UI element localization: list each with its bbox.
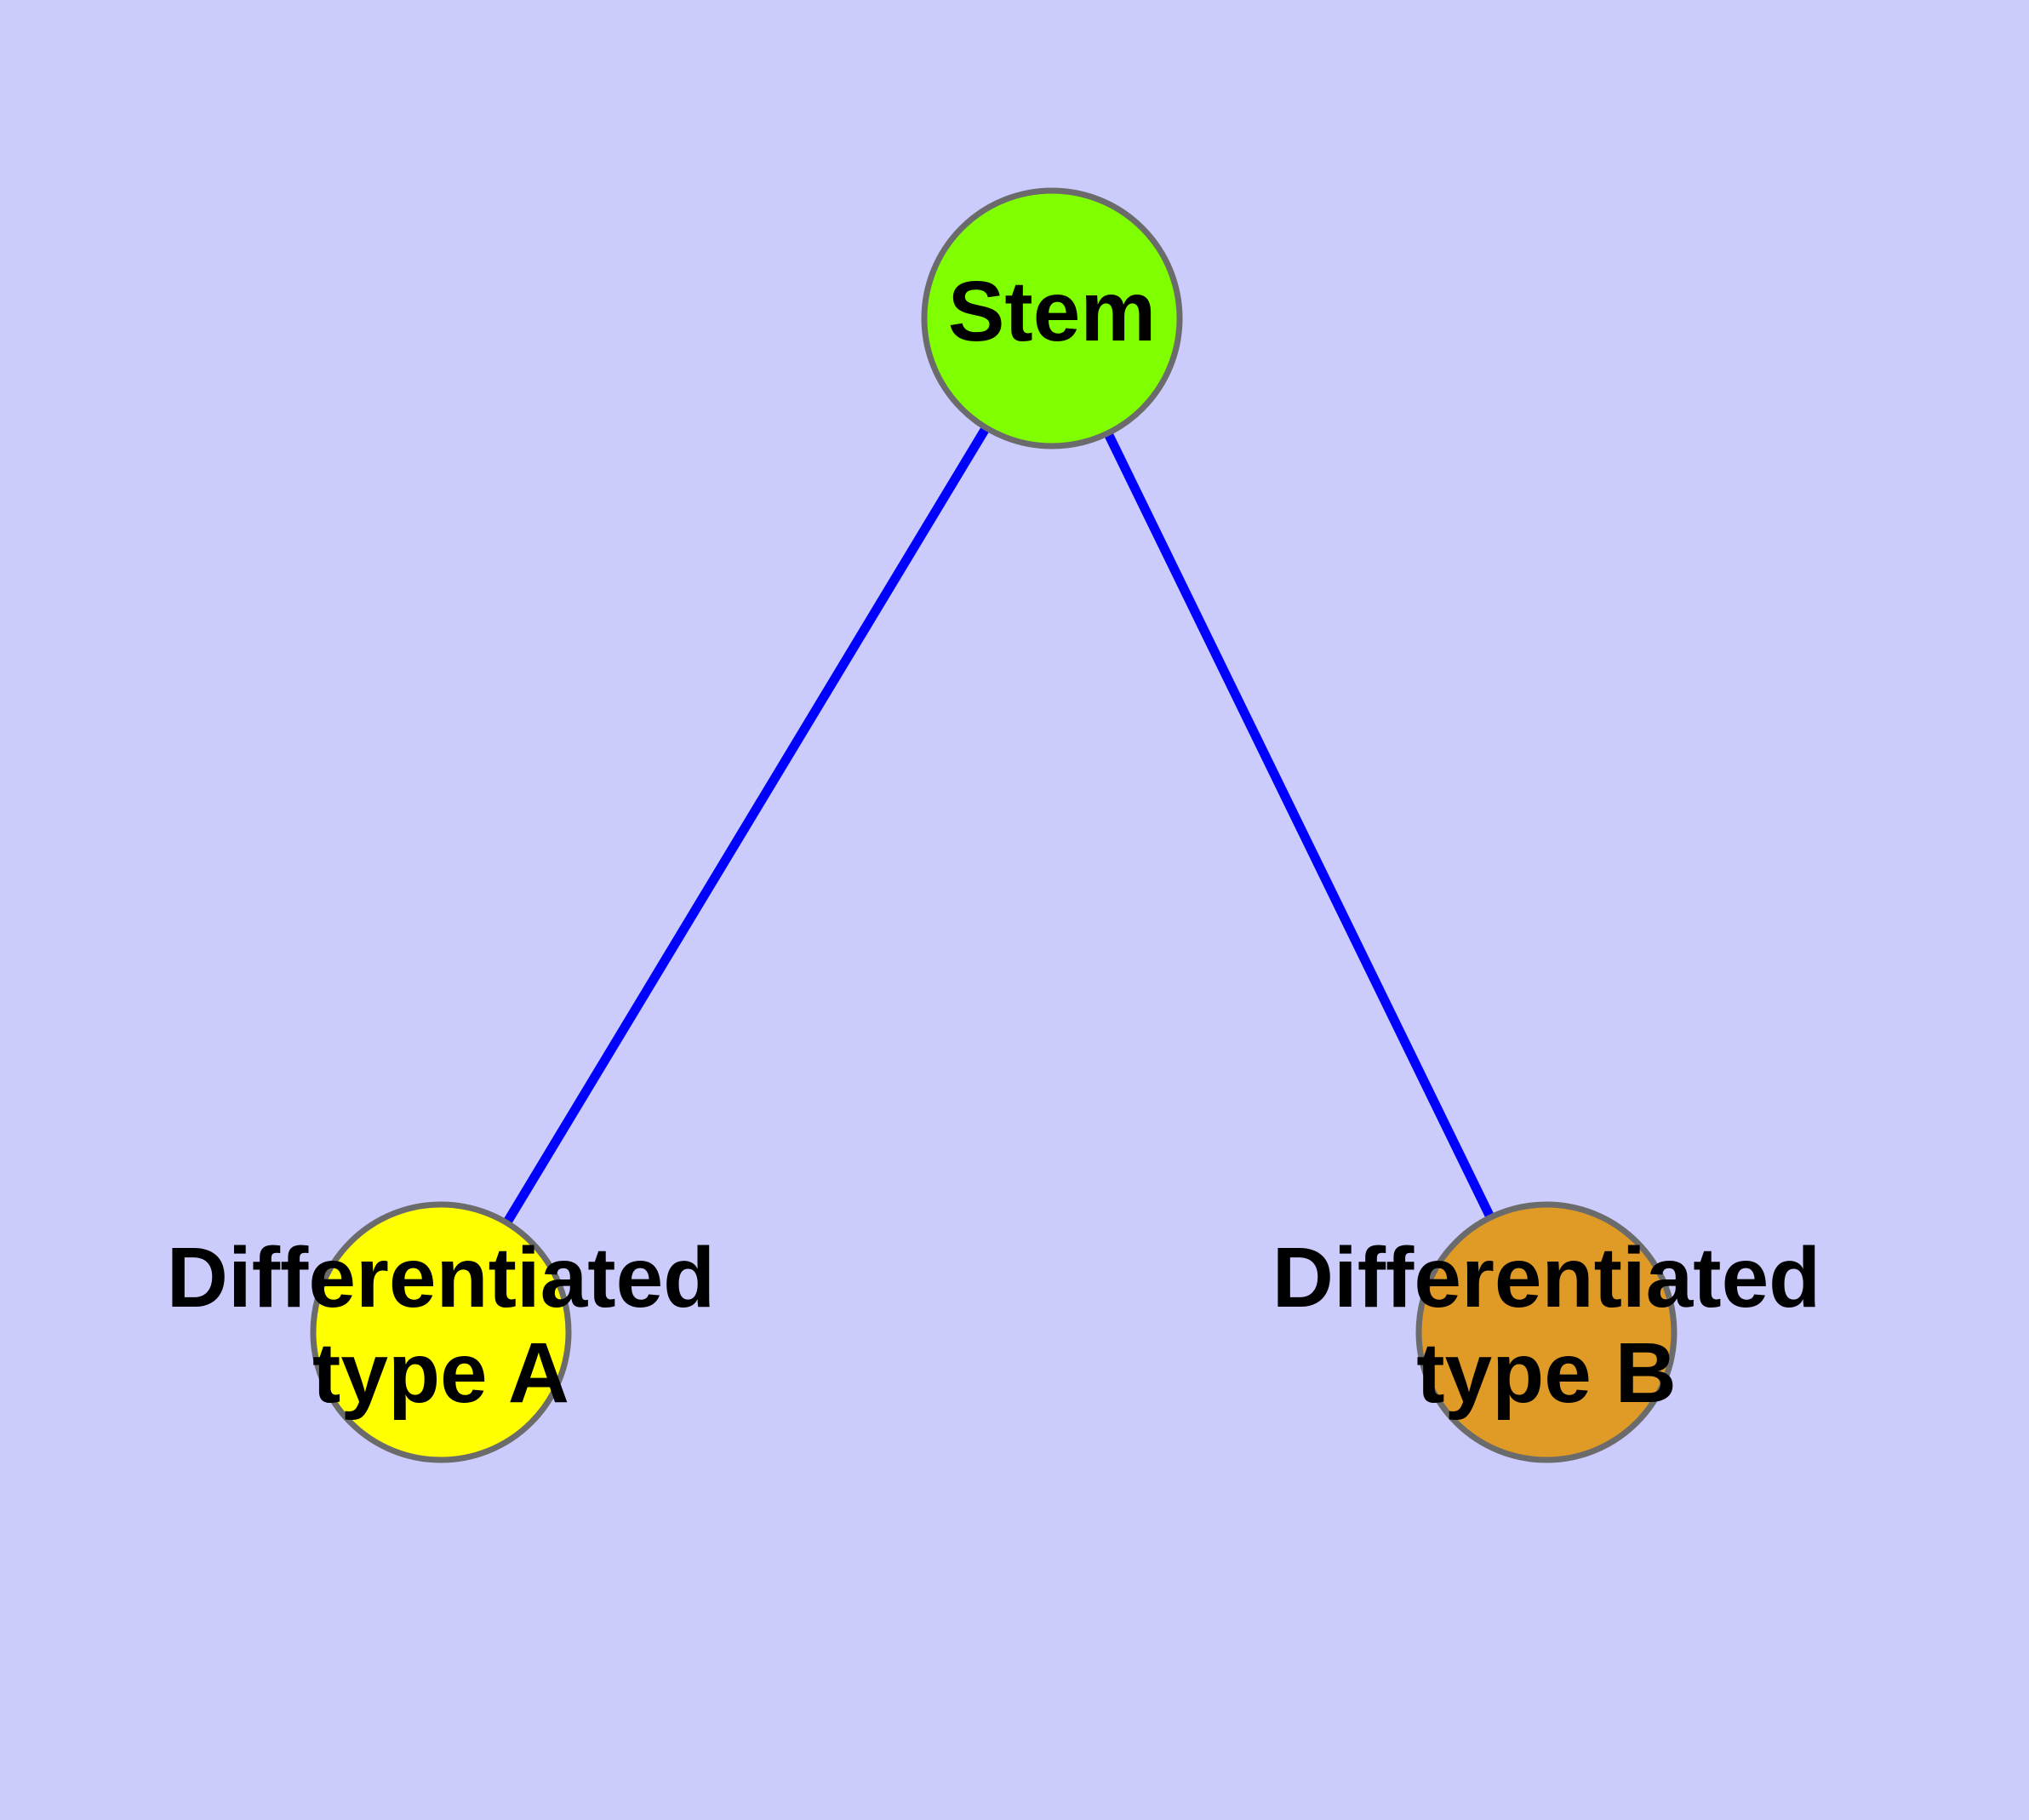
node-label-line: type A <box>312 1325 569 1421</box>
node-label-line: Differentiated <box>1272 1230 1821 1325</box>
node-layer <box>310 187 1677 1463</box>
edge-stem-to-a[interactable] <box>500 422 992 1228</box>
node-label-stem: Stem <box>948 264 1157 359</box>
node-label-line: type B <box>1416 1325 1677 1421</box>
node-label-line: Differentiated <box>167 1230 716 1325</box>
node-diff-a[interactable] <box>310 1201 572 1463</box>
node-label-line: Stem <box>948 264 1157 359</box>
node-stem[interactable] <box>921 187 1183 449</box>
node-diff-b[interactable] <box>1415 1201 1677 1463</box>
edge-stem-to-b[interactable] <box>1102 427 1496 1223</box>
edge-layer <box>500 422 1496 1228</box>
